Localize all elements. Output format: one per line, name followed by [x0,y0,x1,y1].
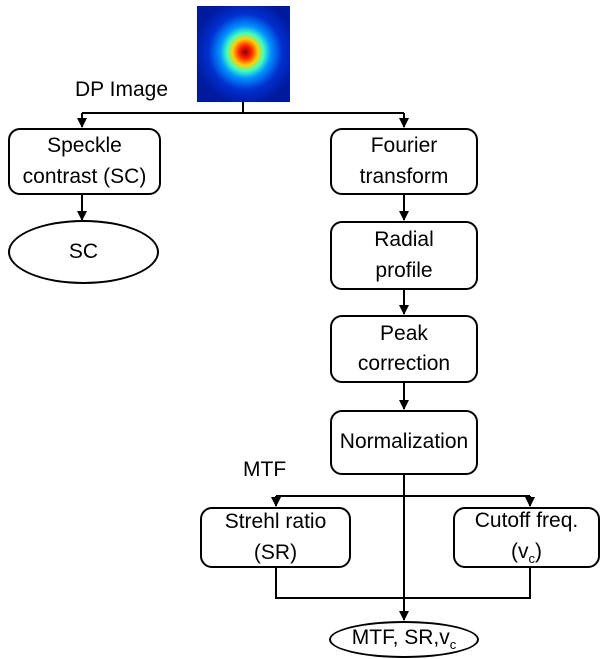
cutoff-freq-box: Cutoff freq. (vc) [453,507,600,568]
peak-line2: correction [357,352,451,375]
mtf-label: MTF [243,458,287,481]
strehl-line1: Strehl ratio [224,510,327,534]
dp-image-label: DP Image [75,78,168,101]
sc-output-label: SC [68,240,99,263]
speckle-line2: contrast (SC) [22,164,147,188]
peak-correction-box: Peak correction [330,315,478,383]
fourier-transform-box: Fourier transform [330,128,478,195]
fourier-line2: transform [359,164,449,188]
radial-profile-box: Radial profile [330,221,478,290]
speckle-contrast-box: Speckle contrast (SC) [8,128,161,195]
final-output-ellipse: MTF, SR,vc [329,621,479,658]
peak-line1: Peak [380,321,428,345]
dp-image [197,6,290,102]
strehl-ratio-box: Strehl ratio (SR) [200,507,351,568]
sc-output-ellipse: SC [8,220,159,284]
normalization-label: Normalization [339,430,469,454]
normalization-box: Normalization [330,410,478,475]
radial-line1: Radial [374,228,434,252]
speckle-line1: Speckle [47,134,122,158]
strehl-line2: (SR) [253,540,298,564]
radial-line2: profile [375,258,433,282]
cutoff-line2: (vc) [510,539,542,566]
cutoff-line1: Cutoff freq. [474,509,579,533]
fourier-line1: Fourier [370,134,438,158]
final-output-label: MTF, SR,vc [351,626,457,653]
connector-merge [275,568,531,599]
